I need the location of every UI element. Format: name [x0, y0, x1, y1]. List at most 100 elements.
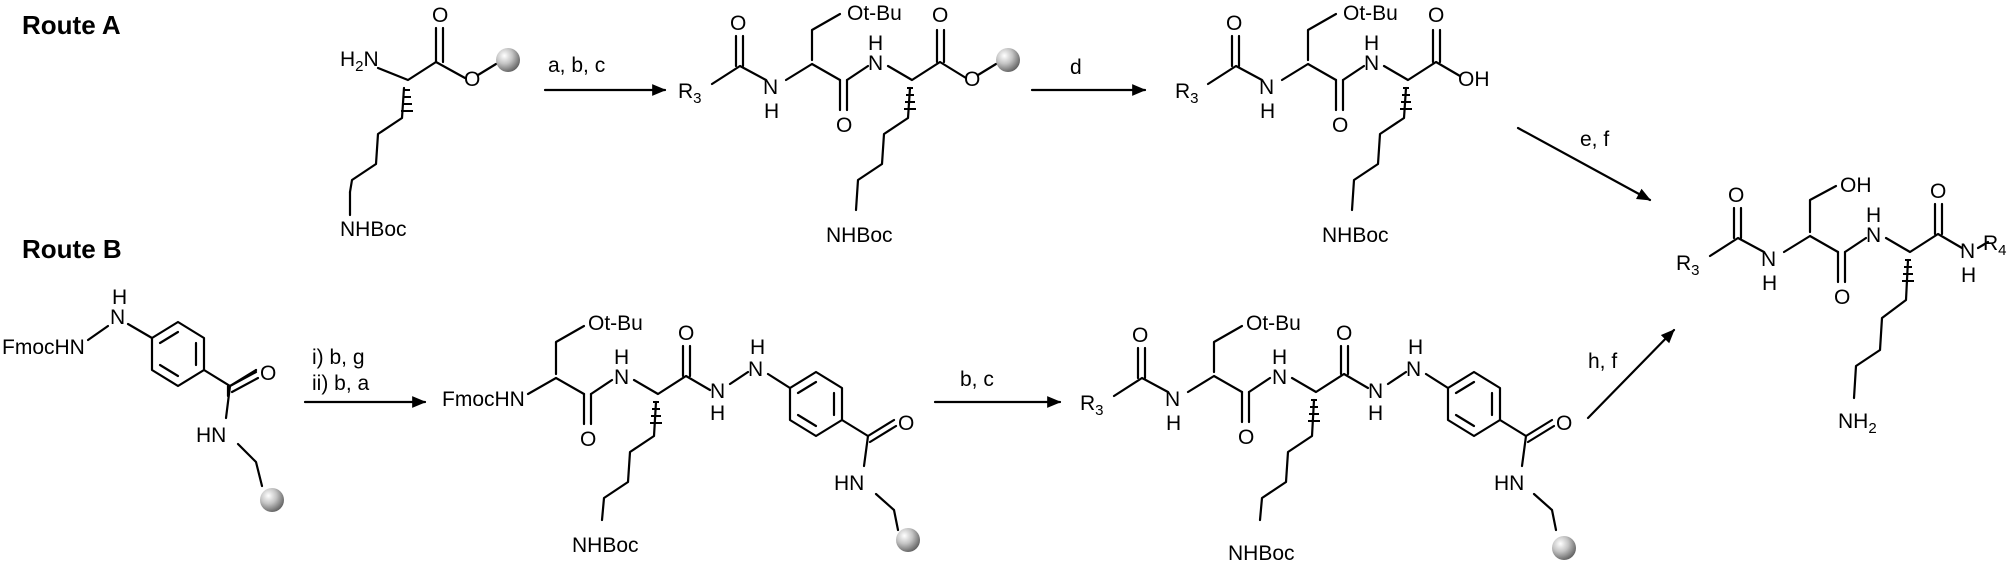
- amide-n: N: [1960, 240, 1975, 263]
- route-b-fmoc-dipeptide-resin: FmocHN Ot-Bu O N H O N H N H O HN: [442, 312, 920, 557]
- otbu-label: Ot-Bu: [1343, 2, 1398, 25]
- hydrazide-h: H: [710, 402, 725, 425]
- r3-label: R: [1676, 252, 1691, 275]
- hydrazide-h: H: [1368, 402, 1383, 425]
- amide-h: H: [1866, 204, 1881, 227]
- route-a-lysine-resin: H2N O O NHBoc: [340, 4, 520, 241]
- condition-ba: ii) b, a: [312, 372, 370, 395]
- hydrazine-nh: N: [110, 306, 125, 329]
- resin-bead-icon: [260, 488, 284, 512]
- svg-text:R3: R3: [1676, 252, 1700, 279]
- amide-n: N: [1761, 248, 1776, 271]
- carbonyl-oxygen: O: [898, 412, 914, 435]
- route-a-dipeptide-acid: R3 O N H Ot-Bu O N H O OH NHBoc: [1175, 2, 1490, 247]
- amide-hn: HN: [1494, 472, 1524, 495]
- amide-n: N: [1272, 366, 1287, 389]
- carbonyl-oxygen: O: [1930, 180, 1946, 203]
- otbu-label: Ot-Bu: [588, 312, 643, 335]
- condition-bc: b, c: [960, 368, 994, 391]
- carbonyl-oxygen: O: [730, 12, 746, 35]
- hydrazide-n: N: [748, 358, 763, 381]
- hydrazide-n: N: [710, 380, 725, 403]
- acid-oh-label: OH: [1458, 68, 1490, 91]
- hydrazide-n: N: [1368, 380, 1383, 403]
- svg-text:NH2: NH2: [1838, 410, 1877, 437]
- r3-sub: 3: [693, 90, 701, 107]
- r4-label: R: [1983, 232, 1998, 255]
- resin-bead-icon: [496, 48, 520, 72]
- r3-sub: 3: [1190, 90, 1198, 107]
- r3-sub: 3: [1691, 262, 1699, 279]
- resin-bead-icon: [996, 48, 1020, 72]
- amine-h: H: [340, 48, 355, 71]
- fmochn-label: FmocHN: [2, 336, 85, 359]
- route-b-hydrazine-resin: FmocHN N H O HN: [2, 286, 284, 512]
- nh2-sub: 2: [1868, 420, 1876, 437]
- hydrazide-h: H: [750, 336, 765, 359]
- hydrazide-n: N: [1406, 358, 1421, 381]
- svg-text:H2N: H2N: [340, 48, 379, 75]
- route-b-label: Route B: [22, 234, 122, 264]
- carbonyl-oxygen: O: [1834, 286, 1850, 309]
- amide-hn: HN: [834, 472, 864, 495]
- carbonyl-oxygen: O: [1428, 4, 1444, 27]
- carbonyl-oxygen: O: [678, 322, 694, 345]
- nhboc-label: NHBoc: [572, 534, 639, 557]
- nhboc-label: NHBoc: [340, 218, 407, 241]
- carbonyl-oxygen: O: [260, 362, 276, 385]
- nh2-label: NH: [1838, 410, 1868, 433]
- amide-n: N: [614, 366, 629, 389]
- amide-n: N: [1866, 224, 1881, 247]
- amide-h: H: [1166, 412, 1181, 435]
- nhboc-label: NHBoc: [1228, 542, 1295, 565]
- amine-n: N: [364, 48, 379, 71]
- r3-label: R: [1080, 392, 1095, 415]
- arrow-a3: [1516, 126, 1652, 202]
- carbonyl-oxygen: O: [580, 428, 596, 451]
- amide-h: H: [1364, 32, 1379, 55]
- svg-text:R4: R4: [1983, 232, 2007, 259]
- hydrazine-h: H: [112, 286, 127, 309]
- condition-bg: i) b, g: [312, 346, 365, 369]
- fmochn-label: FmocHN: [442, 388, 525, 411]
- condition-hf: h, f: [1588, 350, 1617, 373]
- nhboc-label: NHBoc: [1322, 224, 1389, 247]
- hydrazide-h: H: [1408, 336, 1423, 359]
- amide-n: N: [1259, 76, 1274, 99]
- carbonyl-oxygen: O: [432, 4, 448, 27]
- carbonyl-oxygen: O: [1238, 426, 1254, 449]
- amide-n: N: [868, 52, 883, 75]
- condition-ef: e, f: [1580, 128, 1609, 151]
- nhboc-label: NHBoc: [826, 224, 893, 247]
- route-a-dipeptide-resin: R3 O N H Ot-Bu O N H O O NHBoc: [678, 2, 1020, 247]
- carbonyl-oxygen: O: [1556, 412, 1572, 435]
- amide-h: H: [1762, 272, 1777, 295]
- hydroxyl-label: OH: [1840, 174, 1872, 197]
- amide-hn: HN: [196, 424, 226, 447]
- carbonyl-oxygen: O: [1226, 12, 1242, 35]
- condition-d: d: [1070, 56, 1082, 79]
- route-a-label: Route A: [22, 10, 121, 40]
- amide-h: H: [868, 32, 883, 55]
- arrow-b3: [1586, 328, 1676, 420]
- amine-sub: 2: [355, 58, 363, 75]
- carbonyl-oxygen: O: [932, 4, 948, 27]
- amide-n: N: [1364, 52, 1379, 75]
- amide-h: H: [764, 100, 779, 123]
- amide-h: H: [614, 346, 629, 369]
- otbu-label: Ot-Bu: [1246, 312, 1301, 335]
- otbu-label: Ot-Bu: [847, 2, 902, 25]
- r4-sub: 4: [1998, 242, 2006, 259]
- resin-bead-icon: [1552, 536, 1576, 560]
- amide-h: H: [1260, 100, 1275, 123]
- ester-oxygen: O: [464, 68, 480, 91]
- carbonyl-oxygen: O: [1332, 114, 1348, 137]
- svg-text:R3: R3: [678, 80, 702, 107]
- final-product: R3 O N H OH O N H O N H R4 NH2: [1676, 174, 2007, 437]
- condition-abc: a, b, c: [548, 54, 605, 77]
- resin-bead-icon: [896, 528, 920, 552]
- carbonyl-oxygen: O: [836, 114, 852, 137]
- carbonyl-oxygen: O: [1132, 324, 1148, 347]
- route-b-acyl-dipeptide-resin: R3 O N H Ot-Bu O N H O N H N H O HN: [1080, 312, 1576, 565]
